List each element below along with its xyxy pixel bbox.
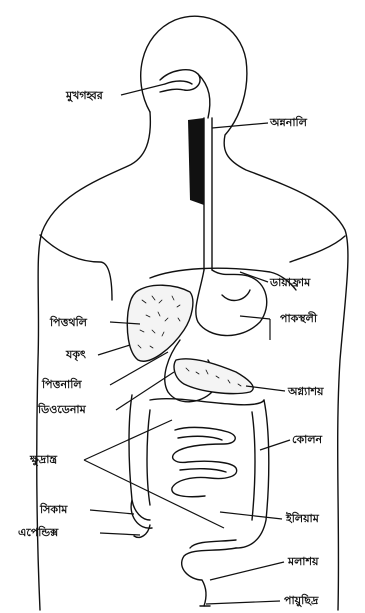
left-arm-line <box>40 235 112 300</box>
stomach-shape <box>196 270 267 336</box>
leader-diaphragm <box>240 272 268 282</box>
label-rectum: মলাশয় <box>288 555 318 568</box>
liver-shape <box>127 285 193 361</box>
label-colon: কোলন <box>292 433 322 446</box>
leader-duodenum <box>116 372 174 410</box>
leader-appendix <box>100 533 140 535</box>
label-bile-duct: পিত্তনালি <box>42 378 82 391</box>
colon-inner-right <box>252 412 255 520</box>
label-gallbladder: পিত্তথলি <box>50 316 87 329</box>
label-stomach: পাকস্থলী <box>280 312 317 325</box>
label-appendix: এপেন্ডিক্স <box>18 526 58 539</box>
leader-stomach <box>240 316 270 319</box>
label-mouth: মুখগহ্বর <box>66 89 103 102</box>
leader-esophagus <box>212 123 268 128</box>
leader-small-intestine-1 <box>84 420 172 460</box>
right-arm-line <box>290 236 345 262</box>
leader-small-intestine-2 <box>84 460 224 528</box>
leader-colon <box>260 440 290 450</box>
leader-liver <box>98 345 130 355</box>
label-cecum: সিকাম <box>40 503 67 516</box>
label-liver: যকৃৎ <box>66 348 86 361</box>
leader-anus <box>206 601 280 604</box>
label-duodenum: ডিওডেনাম <box>38 403 86 416</box>
esophagus-dark-segment <box>188 118 204 205</box>
label-ileum: ইলিয়াম <box>286 512 319 525</box>
tongue <box>165 81 192 84</box>
label-small-intestine: ক্ষুদ্রান্ত্র <box>30 453 57 466</box>
colon-transverse <box>150 399 264 405</box>
rectum-shape <box>182 548 236 606</box>
label-pancreas: অগ্ন্যাশয় <box>288 385 324 398</box>
small-intestine-coils-2 <box>178 436 226 472</box>
label-diaphragm: ডায়াফ্রাম <box>270 276 310 289</box>
leader-cecum <box>90 510 134 514</box>
colon-descending <box>236 400 269 548</box>
label-anus: পায়ুছিদ্র <box>284 594 318 607</box>
stomach-inner <box>222 290 250 300</box>
cecum-shape <box>131 500 152 528</box>
label-esophagus: অন্ননালি <box>270 116 307 129</box>
pancreas-shape <box>174 359 253 394</box>
leader-ileum <box>220 512 282 519</box>
leader-rectum <box>210 562 284 580</box>
rectum-inner <box>190 540 236 548</box>
